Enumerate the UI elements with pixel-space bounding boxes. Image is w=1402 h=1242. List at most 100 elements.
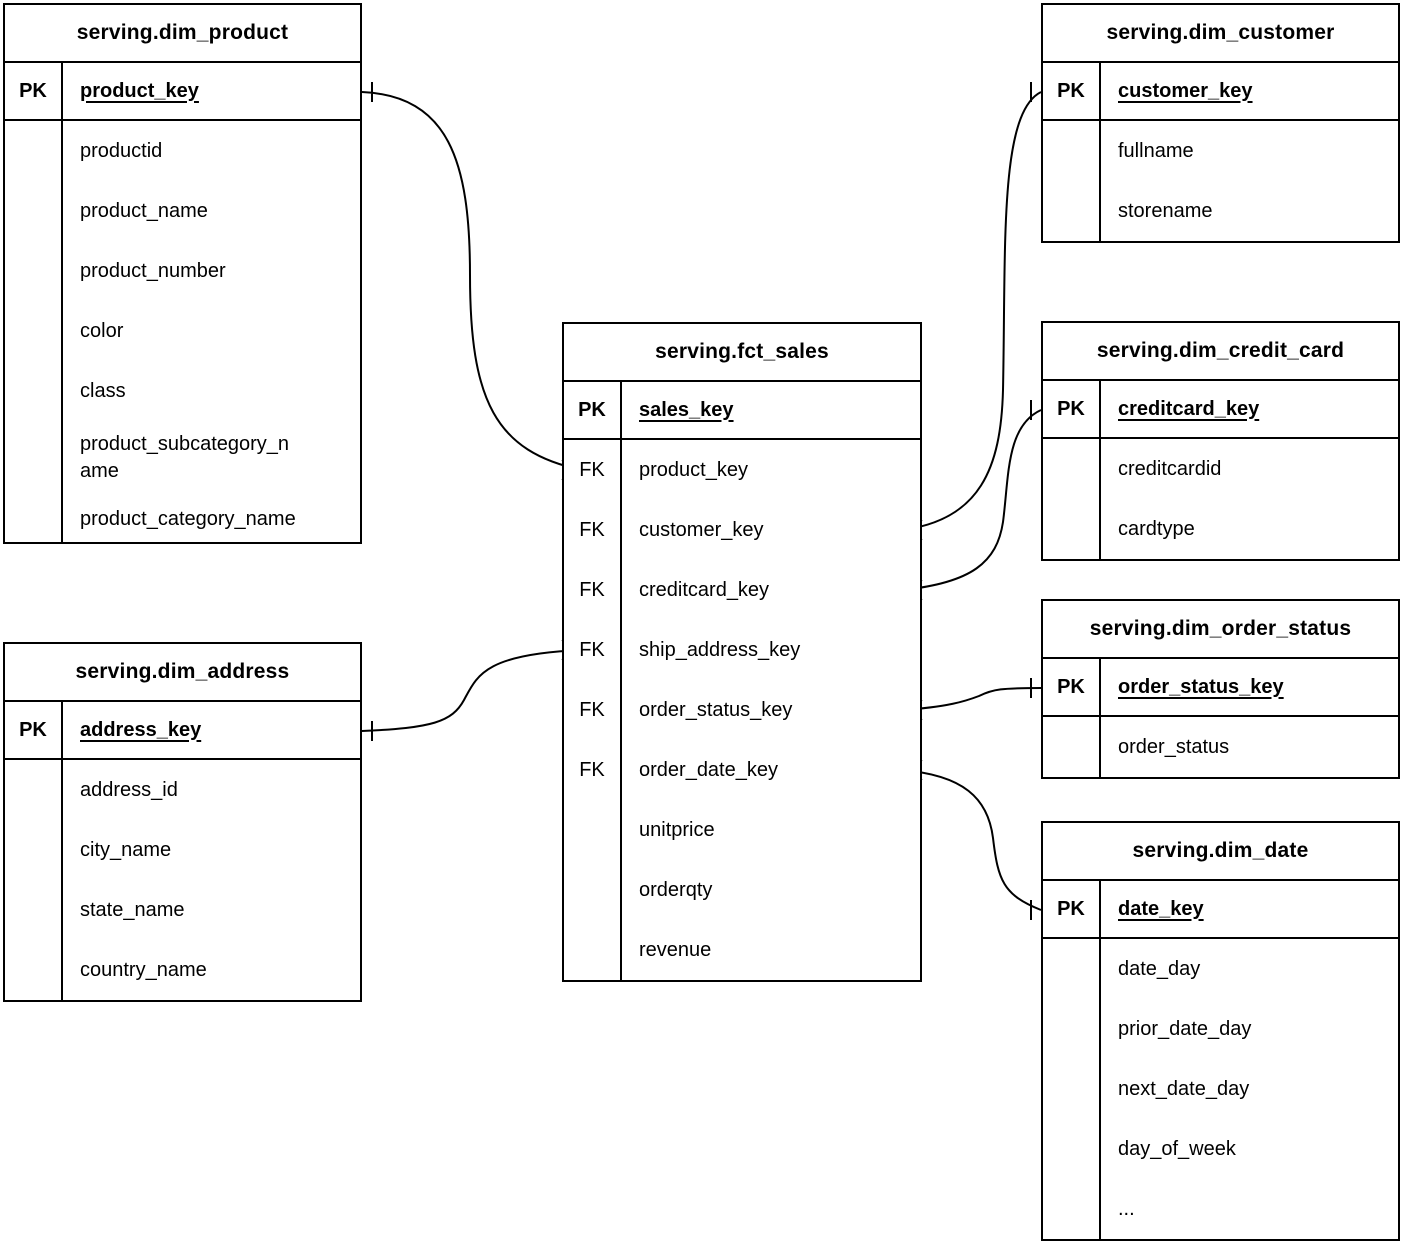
entity-title: serving.fct_sales	[564, 324, 920, 382]
key-type-badge	[1043, 717, 1101, 777]
column-name: customer_key	[1118, 79, 1253, 102]
key-type-badge	[5, 121, 63, 181]
key-type-badge: FK	[564, 680, 622, 740]
key-type-badge: PK	[1043, 381, 1101, 437]
column-row: FK ship_address_key	[564, 620, 920, 680]
column-row: FK order_status_key	[564, 680, 920, 740]
column-name: ship_address_key	[639, 638, 801, 661]
column-name: date_key	[1118, 897, 1204, 920]
relationship-fct-sales-to-dim-order-status	[901, 678, 1042, 721]
column-name: fullname	[1118, 139, 1194, 162]
key-type-badge	[1043, 1119, 1101, 1179]
key-type-badge	[564, 800, 622, 860]
key-type-badge: FK	[564, 740, 622, 800]
key-type-badge	[5, 940, 63, 1000]
relationship-fct-sales-to-dim-customer	[901, 82, 1042, 541]
entity-title: serving.dim_customer	[1043, 5, 1398, 63]
key-type-badge	[1043, 121, 1101, 181]
column-name: sales_key	[639, 398, 734, 421]
column-name: customer_key	[639, 518, 764, 541]
column-row: fullname	[1043, 121, 1398, 181]
column-row: FK customer_key	[564, 500, 920, 560]
primary-key-row: PK product_key	[5, 63, 360, 121]
column-name: storename	[1118, 199, 1213, 222]
column-name: product_key	[80, 79, 199, 102]
key-type-badge	[1043, 1059, 1101, 1119]
column-name: unitprice	[639, 818, 715, 841]
column-row: city_name	[5, 820, 360, 880]
column-row: product_name	[5, 181, 360, 241]
entity-title: serving.dim_date	[1043, 823, 1398, 881]
column-name: country_name	[80, 958, 207, 981]
column-row: productid	[5, 121, 360, 181]
column-name: color	[80, 319, 124, 342]
column-name: day_of_week	[1118, 1137, 1236, 1160]
key-type-badge	[564, 860, 622, 920]
key-type-badge	[1043, 499, 1101, 559]
column-name: address_id	[80, 778, 178, 801]
column-row: class	[5, 361, 360, 421]
key-type-badge: FK	[564, 620, 622, 680]
entity-title: serving.dim_product	[5, 5, 360, 63]
column-name: date_day	[1118, 957, 1201, 980]
key-type-badge: PK	[564, 382, 622, 438]
key-type-badge: FK	[564, 500, 622, 560]
key-type-badge	[564, 920, 622, 980]
key-type-badge: PK	[5, 63, 63, 119]
column-row: next_date_day	[1043, 1059, 1398, 1119]
relationship-fct-sales-to-dim-credit-card	[901, 400, 1042, 601]
column-name: ...	[1118, 1197, 1135, 1220]
column-name: product_subcategory_name	[80, 433, 290, 482]
column-name: city_name	[80, 838, 172, 861]
column-name: order_status_key	[1118, 675, 1284, 698]
column-row: country_name	[5, 940, 360, 1000]
column-row: cardtype	[1043, 499, 1398, 559]
column-row: orderqty	[564, 860, 920, 920]
column-row: order_status	[1043, 717, 1398, 777]
column-name: next_date_day	[1118, 1077, 1250, 1100]
column-name: product_number	[80, 259, 226, 282]
key-type-badge	[1043, 181, 1101, 241]
column-row: date_day	[1043, 939, 1398, 999]
column-name: creditcardid	[1118, 457, 1222, 480]
key-type-badge	[1043, 999, 1101, 1059]
key-type-badge: PK	[1043, 659, 1101, 715]
column-name: revenue	[639, 938, 712, 961]
column-row: unitprice	[564, 800, 920, 860]
primary-key-row: PK order_status_key	[1043, 659, 1398, 717]
column-row: day_of_week	[1043, 1119, 1398, 1179]
column-name: creditcard_key	[639, 578, 770, 601]
key-type-badge: FK	[564, 440, 622, 500]
key-type-badge	[5, 181, 63, 241]
key-type-badge	[5, 495, 63, 542]
column-name: class	[80, 379, 126, 402]
key-type-badge	[5, 880, 63, 940]
entity-title: serving.dim_address	[5, 644, 360, 702]
column-name: orderqty	[639, 878, 713, 901]
column-row: revenue	[564, 920, 920, 980]
column-row: creditcardid	[1043, 439, 1398, 499]
key-type-badge	[5, 361, 63, 421]
key-type-badge	[1043, 939, 1101, 999]
key-type-badge	[5, 241, 63, 301]
column-name: order_status_key	[639, 698, 793, 721]
entity-title: serving.dim_order_status	[1043, 601, 1398, 659]
column-row: product_number	[5, 241, 360, 301]
column-row: ...	[1043, 1179, 1398, 1239]
